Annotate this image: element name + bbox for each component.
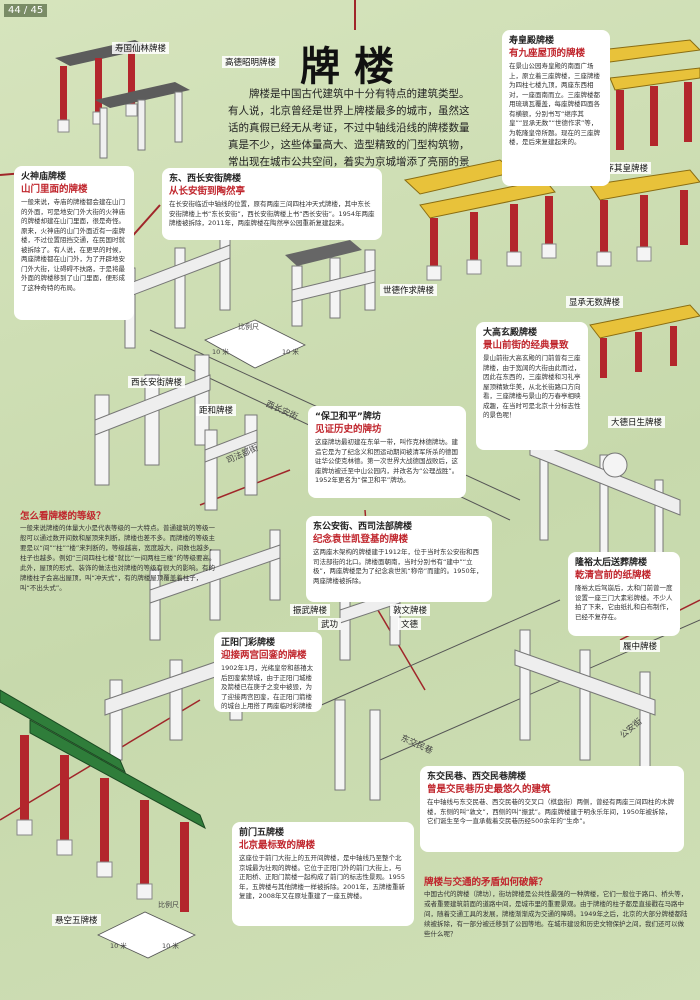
label-xichang: 西长安街牌楼 [128, 376, 186, 388]
zhengyang-text: 1902年1月，光绪皇帝和慈禧太后回銮紫禁城，由于正阳门城楼及箭楼已在庚子之变中… [221, 664, 314, 712]
dengji-text: 一般来说牌楼的体量大小是代表等级的一大特点。普通建筑的等级一般可以通过数开间数和… [20, 524, 216, 592]
label-juheng: 距和牌楼 [196, 404, 237, 416]
intro-text: 牌楼是中国古代建筑中十分有特点的建筑类型。有人说，北京曾经是世界上牌楼最多的城市… [228, 88, 470, 185]
dongjiao-heading: 东交民巷、西交民巷牌楼 [427, 772, 527, 782]
box-qianmen: 前门五牌楼 北京最标致的牌楼 这座位于前门大街上的五开间牌楼，是中轴线乃至整个北… [232, 822, 414, 926]
label-wende: 文德 [398, 618, 422, 630]
shouhuang-heading: 寿皇殿牌楼 [509, 36, 555, 46]
section-jiaotong: 牌楼与交通的矛盾如何破解？ 中国古代的牌楼（牌坊），街坊牌楼是公共性最强的一种牌… [424, 876, 690, 994]
jiaotong-heading: 牌楼与交通的矛盾如何破解？ [424, 877, 548, 888]
label-xiancheng: 显承无数牌楼 [566, 296, 624, 308]
label-gaode: 高德昭明牌楼 [222, 56, 280, 68]
dongjiao-text: 在中轴线与东交民巷、西交民巷的交叉口（棋盘街）两侧，曾经有两座三间四柱的木牌楼，… [427, 798, 674, 825]
gate-shide [403, 159, 557, 281]
zhengyang-heading: 正阳门彩牌楼 [221, 638, 276, 648]
scale-unit-bottom-b: 10 米 [162, 942, 179, 950]
shouhuang-subtitle: 有九座屋顶的牌楼 [509, 48, 586, 59]
label-dunwen: 敦文牌楼 [390, 604, 431, 616]
huoshen-heading: 火神庙牌楼 [21, 172, 67, 182]
scale-label-top: 比例尺 [238, 323, 259, 331]
shouhuang-text: 在景山公园寿皇殿的南面广场上，原立着三座牌楼，三座牌楼为四柱七楼九顶，两座东西相… [509, 62, 600, 146]
box-daxuan: 大高玄殿牌楼 景山前街的经典景致 景山前街大高玄殿的门前曾有三座牌楼，由于宽阔的… [476, 322, 588, 450]
box-zhengyang: 正阳门彩牌楼 迎接两宫回銮的牌楼 1902年1月，光绪皇帝和慈禧太后回銮紫禁城，… [214, 632, 322, 712]
gate-xichang [94, 354, 211, 486]
label-zhenwu: 振武牌楼 [290, 604, 331, 616]
box-shouhuang: 寿皇殿牌楼 有九座屋顶的牌楼 在景山公园寿皇殿的南面广场上，原立着三座牌楼，三座… [502, 30, 610, 186]
zhengyang-subtitle: 迎接两宫回銮的牌楼 [221, 650, 307, 661]
label-xuankong: 悬空五牌楼 [52, 914, 101, 926]
scale-unit-top-b: 10 米 [282, 348, 299, 356]
label-shide: 世德作求牌楼 [380, 284, 438, 296]
gate-dade [529, 429, 681, 591]
gate-xiancheng [589, 169, 700, 267]
dengji-heading: 怎么看牌楼的等级？ [20, 511, 106, 522]
box-dongxi-gongan: 东公安街、西司法部牌楼 纪念袁世凯登基的牌楼 这两座木架构的牌楼建于1912年，… [306, 516, 492, 602]
scale-unit-bottom-a: 10 米 [110, 942, 127, 950]
section-dengji: 怎么看牌楼的等级？ 一般来说牌楼的体量大小是代表等级的一大特点。普通建筑的等级一… [20, 510, 216, 630]
longyu-heading: 隆裕太后送葬牌楼 [575, 558, 648, 568]
box-dongxi: 东、西长安街牌楼 从长安街到陶然亭 在长安街临近中轴线的位置，原有两座三间四柱冲… [162, 168, 382, 240]
gate-juheng [204, 414, 258, 511]
label-shouguo: 寿国仙林牌楼 [112, 42, 170, 54]
box-huoshen: 火神庙牌楼 山门里面的牌楼 一般来说，寺庙的牌楼都会建在山门的外面，可是地安门外… [14, 166, 134, 320]
dongxi-text: 在长安街临近中轴线的位置，原有两座三间四柱冲天式牌楼，其中东长安街牌楼上书“东长… [169, 200, 375, 227]
dongjiao-subtitle: 曾是交民巷历史最悠久的建筑 [427, 784, 551, 795]
label-lvzhong: 履中牌楼 [620, 640, 661, 652]
huoshen-text: 一般来说，寺庙的牌楼都会建在山门的外面，可是地安门外大街的火神庙的牌楼却建在山门… [21, 198, 125, 292]
page-title: 牌楼 [300, 43, 408, 90]
box-baowei: “保卫和平”牌坊 见证历史的牌坊 这座牌坊最初建在东单一带，叫作克林德牌坊。建造… [308, 406, 466, 498]
scale-label-bottom: 比例尺 [158, 901, 179, 909]
box-dongjiao: 东交民巷、西交民巷牌楼 曾是交民巷历史最悠久的建筑 在中轴线与东交民巷、西交民巷… [420, 766, 684, 852]
qianmen-subtitle: 北京最标致的牌楼 [239, 840, 316, 851]
gate-jizhu [599, 39, 700, 150]
dongxi-gongan-subtitle: 纪念袁世凯登基的牌楼 [313, 534, 409, 545]
daxuan-text: 景山前街大高玄殿的门前曾有三座牌楼，由于宽阔的大街由此而过，因此在东西的，三座牌… [483, 354, 581, 419]
label-wuzhong: 武功 [318, 618, 342, 630]
gate-qianmen [0, 689, 206, 912]
gate-dongxi-changan [124, 229, 231, 349]
dongxi-gongan-text: 这两座木架构的牌楼建于1912年，位于当时东公安街和西司法部街的北口。牌楼面朝南… [313, 548, 483, 585]
huoshen-subtitle: 山门里面的牌楼 [21, 184, 88, 195]
label-dade: 大德日生牌楼 [608, 416, 666, 428]
scale-unit-top-a: 10 米 [212, 348, 229, 356]
gate-gaode [95, 82, 190, 159]
gate-baowei [285, 240, 376, 327]
qianmen-heading: 前门五牌楼 [239, 828, 285, 838]
daxuan-subtitle: 景山前街的经典景致 [483, 340, 569, 351]
dongxi-subtitle: 从长安街到陶然亭 [169, 186, 246, 197]
longyu-text: 隆裕太后驾崩后，太和门前曾一度设置一座三门大素彩牌楼。不少人拍了下来，它由纸扎和… [575, 584, 673, 621]
baowei-text: 这座牌坊最初建在东单一带，叫作克林德牌坊。建造它是为了纪念义和团运动期间被清军所… [315, 438, 459, 484]
qianmen-text: 这座位于前门大街上的五开间牌楼，是中轴线乃至整个北京城最为壮观的牌楼。它位于正阳… [239, 854, 406, 900]
baowei-heading: “保卫和平”牌坊 [315, 412, 381, 422]
daxuan-heading: 大高玄殿牌楼 [483, 328, 538, 338]
box-longyu: 隆裕太后送葬牌楼 乾清宫前的纸牌楼 隆裕太后驾崩后，太和门前曾一度设置一座三门大… [568, 552, 680, 636]
gate-daxuan [589, 304, 700, 378]
longyu-subtitle: 乾清宫前的纸牌楼 [575, 570, 652, 581]
dongxi-heading: 东、西长安街牌楼 [169, 174, 242, 184]
gate-lvzhong [334, 629, 656, 801]
baowei-subtitle: 见证历史的牌坊 [315, 424, 382, 435]
page-number: 44 / 45 [4, 4, 48, 17]
jiaotong-text: 中国古代的牌楼（牌坊），街坊牌楼是公共性最强的一种牌楼，它们一般位于路口、桥头等… [424, 890, 688, 938]
dongxi-gongan-heading: 东公安街、西司法部牌楼 [313, 522, 413, 532]
